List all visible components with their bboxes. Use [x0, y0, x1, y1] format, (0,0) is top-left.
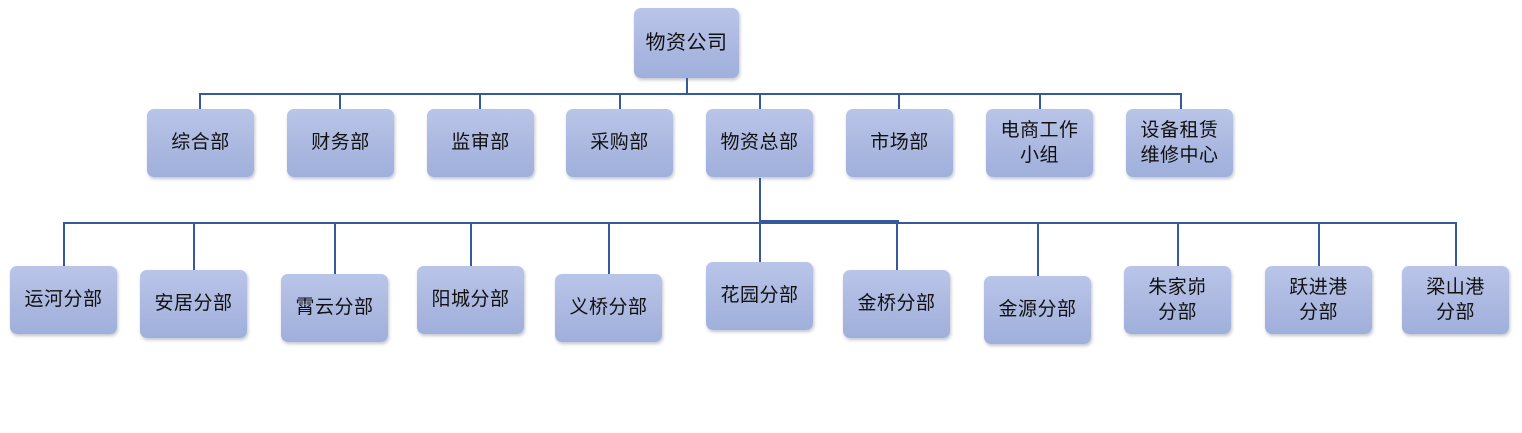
node-d6[interactable]: 市场部	[846, 109, 953, 177]
connector-to-b8	[1037, 222, 1039, 276]
node-b8[interactable]: 金源分部	[984, 276, 1091, 344]
node-root[interactable]: 物资公司	[634, 8, 739, 78]
connector-root-stem	[686, 78, 688, 94]
connector-to-d1	[199, 93, 201, 109]
connector-to-b1	[63, 222, 65, 266]
connector-to-b5	[608, 222, 610, 274]
connector-to-d7	[1039, 93, 1041, 109]
connector-d5-stem	[759, 178, 761, 224]
connector-level2-bus-right	[897, 222, 1455, 224]
node-d1[interactable]: 综合部	[147, 109, 254, 177]
node-b7[interactable]: 金桥分部	[843, 270, 950, 338]
connector-to-b2	[193, 222, 195, 270]
node-b10[interactable]: 跃进港 分部	[1265, 266, 1372, 334]
node-d8[interactable]: 设备租赁 维修中心	[1126, 109, 1233, 177]
node-d4[interactable]: 采购部	[566, 109, 673, 177]
connector-to-b10	[1318, 222, 1320, 266]
connector-to-b11	[1455, 222, 1457, 266]
connector-level1-bus	[199, 93, 1181, 95]
node-b2[interactable]: 安居分部	[140, 270, 247, 338]
connector-to-b7	[896, 222, 898, 270]
connector-level2-bus-center	[759, 220, 899, 224]
node-b4[interactable]: 阳城分部	[417, 266, 524, 334]
connector-to-b4	[470, 222, 472, 266]
node-d2[interactable]: 财务部	[287, 109, 394, 177]
connector-level2-bus-left	[63, 222, 760, 224]
connector-to-d8	[1180, 93, 1182, 109]
node-b9[interactable]: 朱家峁 分部	[1124, 266, 1231, 334]
connector-to-d5	[759, 93, 761, 109]
node-d3[interactable]: 监审部	[427, 109, 534, 177]
node-d7[interactable]: 电商工作 小组	[986, 109, 1093, 177]
connector-to-d2	[339, 93, 341, 109]
node-d5[interactable]: 物资总部	[706, 109, 813, 177]
node-b3[interactable]: 霄云分部	[281, 274, 388, 342]
connector-to-b3	[334, 222, 336, 274]
node-b6[interactable]: 花园分部	[706, 262, 813, 330]
connector-to-d6	[898, 93, 900, 109]
connector-to-d4	[619, 93, 621, 109]
node-b11[interactable]: 梁山港 分部	[1402, 266, 1509, 334]
node-b1[interactable]: 运河分部	[10, 266, 117, 334]
connector-to-b9	[1177, 222, 1179, 266]
node-b5[interactable]: 义桥分部	[555, 274, 662, 342]
connector-to-d3	[479, 93, 481, 109]
connector-to-b6	[759, 222, 761, 262]
